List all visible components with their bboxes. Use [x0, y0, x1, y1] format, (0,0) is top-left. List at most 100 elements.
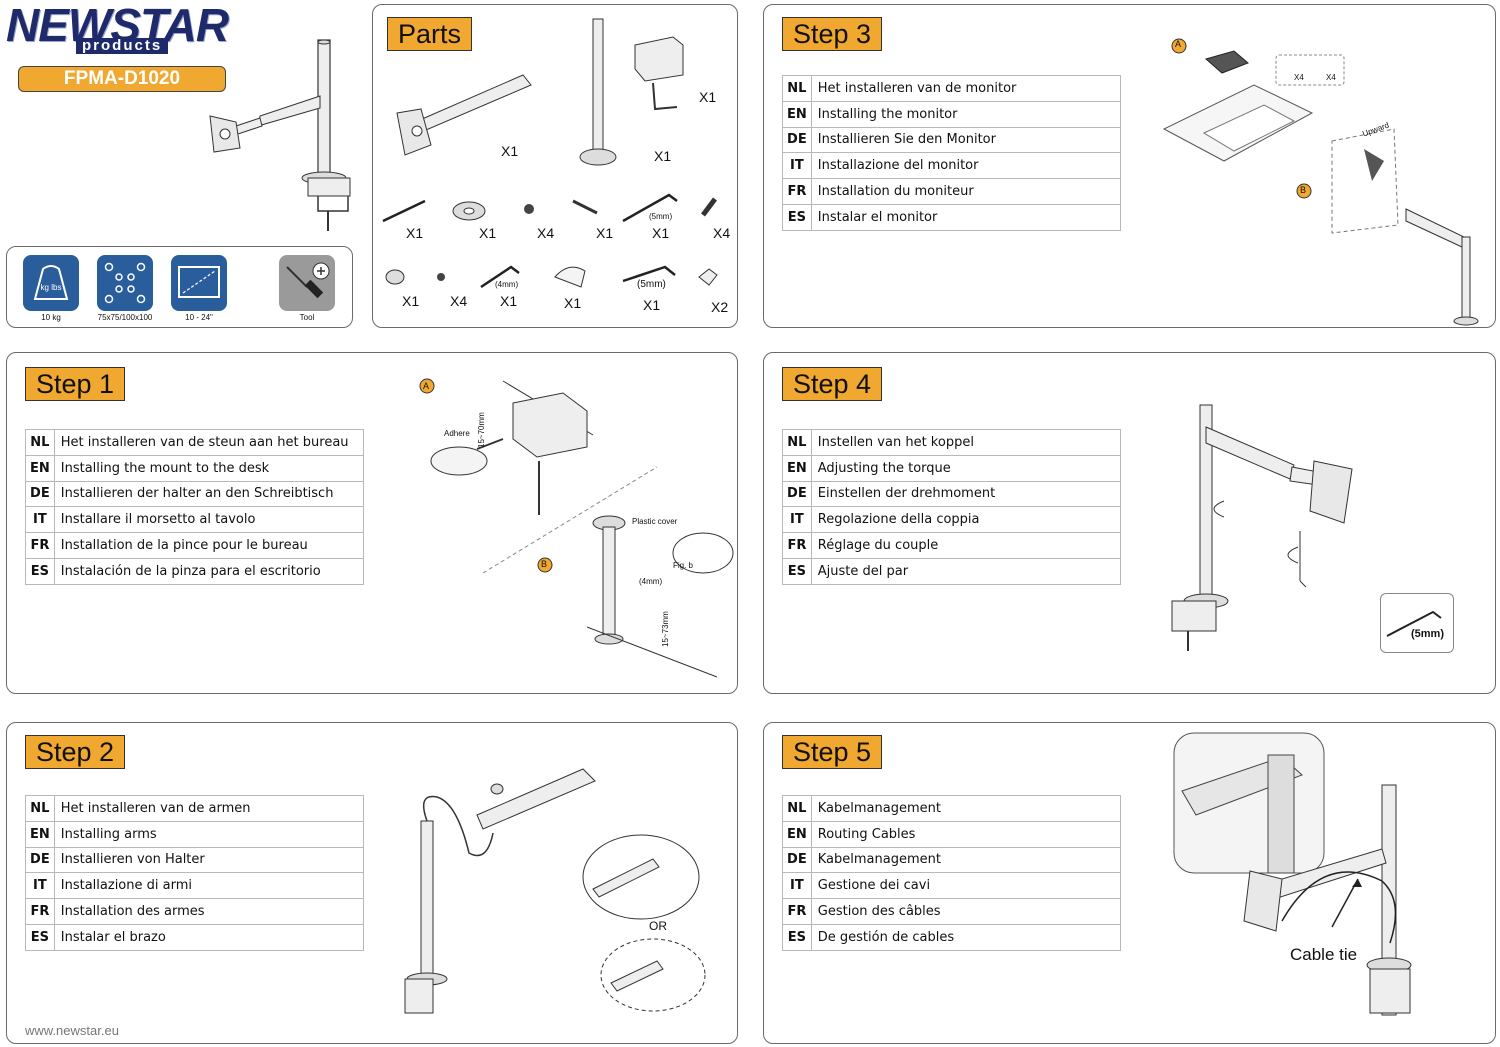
- step1-fig-b-label: Fig. b: [673, 561, 694, 570]
- step1-range2-label: 15~73mm: [661, 611, 670, 647]
- brand-logo: NEWSTAR products: [6, 2, 229, 54]
- screen-size-icon: [178, 266, 220, 298]
- part-allen-5mm-note: (5mm): [649, 212, 673, 221]
- specs-panel: kg lbs 10 kg 75x75/100x100 10 - 24" Tool: [6, 246, 353, 328]
- footer-website[interactable]: www.newstar.eu: [25, 1023, 119, 1038]
- spec-tool-label: Tool: [299, 313, 315, 322]
- part-bolt-qty: X1: [596, 225, 614, 241]
- step1-illustration: [419, 378, 734, 678]
- part-allen-4mm-note: (4mm): [495, 280, 519, 289]
- model-badge: FPMA-D1020: [18, 66, 226, 92]
- spec-vesa: [97, 255, 153, 311]
- part-base-plate-qty: X1: [479, 225, 497, 241]
- step1-plastic-cover-label: Plastic cover: [632, 517, 678, 526]
- step4-tool-callout: (5mm): [1380, 593, 1454, 653]
- step1-adhere-label: Adhere: [444, 429, 470, 438]
- part-vesa-screw-qty: X4: [713, 225, 731, 241]
- weight-icon-text: kg lbs: [40, 283, 62, 292]
- step3-x4-a: X4: [1294, 73, 1304, 82]
- parts-panel: Parts X1 X1 X1 X1 X1 X4 X1 (5mm) X1 X4 X…: [372, 4, 738, 328]
- step5-title: Step 5: [782, 735, 883, 769]
- step5-cable-tie-label: Cable tie: [1290, 945, 1358, 964]
- part-adhesive-pad-qty: X1: [564, 295, 582, 311]
- step1-title: Step 1: [25, 367, 126, 401]
- part-cap-qty: X1: [402, 293, 420, 309]
- step4-illustration: [1171, 404, 1353, 651]
- allen-key-icon: [1386, 610, 1442, 637]
- spec-weight-label: 10 kg: [41, 313, 61, 322]
- part-allen-4mm-qty: X1: [500, 293, 518, 309]
- part-screw-qty: X4: [537, 225, 555, 241]
- product-illustration: [209, 39, 351, 231]
- weight-icon: [33, 265, 69, 300]
- part-pole-qty: X1: [654, 148, 672, 164]
- step2-or-label: OR: [649, 919, 667, 933]
- part-small-screw-qty: X4: [450, 293, 468, 309]
- screwdriver-icon: [286, 262, 330, 299]
- step4-title: Step 4: [782, 367, 883, 401]
- step2-title: Step 2: [25, 735, 126, 769]
- step1-range1-label: 15~70mm: [477, 412, 486, 448]
- step4-tool-label: (5mm): [1411, 628, 1445, 640]
- part-cable-clip-qty: X2: [711, 299, 729, 315]
- step2-illustration: [404, 768, 706, 1014]
- spec-tool: [279, 255, 335, 311]
- parts-title: Parts: [387, 17, 473, 51]
- step3-x4-b: X4: [1326, 73, 1336, 82]
- vesa-pattern-icon: [104, 262, 146, 304]
- spec-weight: kg lbs: [23, 255, 79, 311]
- part-clamp-qty: X1: [699, 89, 717, 105]
- part-arm-qty: X1: [501, 143, 519, 159]
- step5-illustration: [1173, 732, 1412, 1016]
- spec-screen: [171, 255, 227, 311]
- part-cable-qty: X1: [406, 225, 424, 241]
- spec-vesa-label: 75x75/100x100: [97, 313, 153, 322]
- step3-marker-b: B: [1300, 185, 1307, 195]
- parts-illustrations: [382, 18, 718, 289]
- step3-illustration: [1162, 38, 1479, 326]
- brand-tagline: products: [76, 38, 169, 54]
- part-allen-5mm-b-note: (5mm): [637, 279, 666, 290]
- part-allen-5mm-b-qty: X1: [643, 297, 661, 313]
